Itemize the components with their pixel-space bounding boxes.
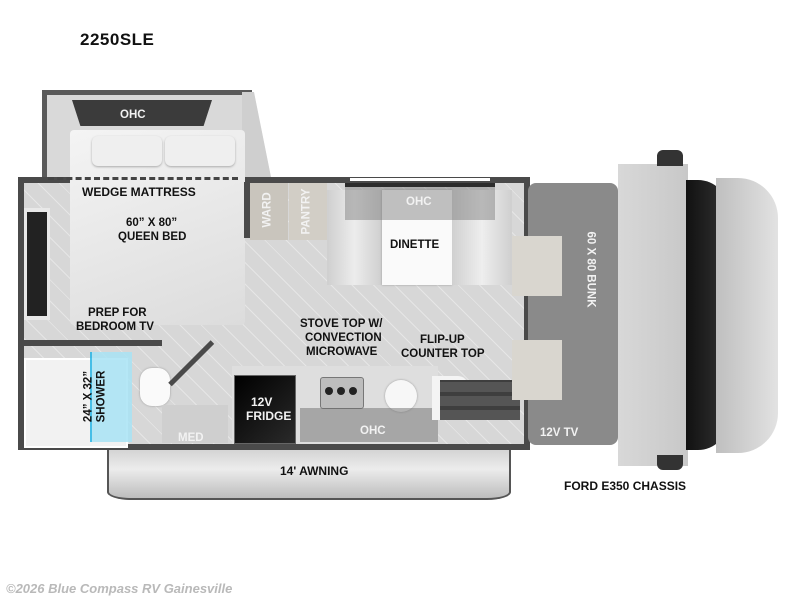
sink [385,380,417,412]
window-top [350,178,490,181]
dinette-ohc-cabinet [345,183,495,220]
awning [107,450,511,500]
shower-glass [90,352,132,442]
dinette-table [382,190,452,285]
chassis-label: FORD E350 CHASSIS [564,479,687,493]
shower-label: SHOWER [95,370,108,423]
cab-seat-top [512,236,562,296]
cab-seat-bottom [512,340,562,400]
stove-label-2: CONVECTION [305,332,382,344]
entry-steps [440,380,520,420]
model-title: 2250SLE [80,30,155,49]
med-cabinet [162,405,228,443]
bedroom-ohc-cabinet [72,100,212,126]
copyright-footer: ©2026 Blue Compass RV Gainesville [6,581,233,596]
wedge-mattress-label: WEDGE MATTRESS [82,185,196,199]
ward-wall [244,182,250,238]
flip-up-label-2: COUNTER TOP [401,348,485,360]
awning-label: 14' AWNING [280,464,349,478]
slideout-shadow [242,92,272,182]
bunk-label: 60 X 80 BUNK [584,231,597,308]
ward-label: WARD [261,192,274,228]
stove-label-3: MICROWAVE [306,346,378,358]
fridge [234,375,296,444]
burner-1 [325,387,333,395]
prep-tv-label-1: PREP FOR [88,307,147,319]
dinette-seat-right [452,190,512,285]
burner-3 [349,387,357,395]
dinette-seat-left [327,190,382,285]
shower-size-label: 24” X 32” [82,370,95,423]
fridge-label-1: 12V [251,395,273,409]
dinette-label: DINETTE [390,239,440,251]
tv-label: 12V TV [540,427,579,439]
burner-2 [337,387,345,395]
prep-tv-label-2: BEDROOM TV [76,321,154,333]
flip-up-label-1: FLIP-UP [420,334,465,346]
kitchen-ohc-cabinet [300,408,438,442]
mirror-top [657,150,683,166]
cab-body [618,164,688,466]
wardrobe [250,183,288,240]
hood [716,178,778,453]
pillow-left [92,136,162,166]
bunk [528,183,618,445]
stove-label-1: STOVE TOP W/ [300,318,383,330]
wedge-dashed-line [48,177,238,180]
bed-size-label: 60” X 80” [126,217,178,229]
mirror-bottom [657,455,683,470]
toilet [140,368,170,406]
med-label: MED [178,432,204,444]
pillow-right [165,136,235,166]
dinette-ohc-label: OHC [406,196,432,208]
fridge-label-2: FRIDGE [246,409,292,423]
bedroom-ohc-label: OHC [120,109,146,121]
pantry-label: PANTRY [300,188,313,235]
bed-type-label: QUEEN BED [118,231,187,243]
kitchen-ohc-label: OHC [360,425,386,437]
tv-screen [27,212,47,316]
pantry [289,183,327,240]
bedroom-divider-wall [22,340,162,346]
